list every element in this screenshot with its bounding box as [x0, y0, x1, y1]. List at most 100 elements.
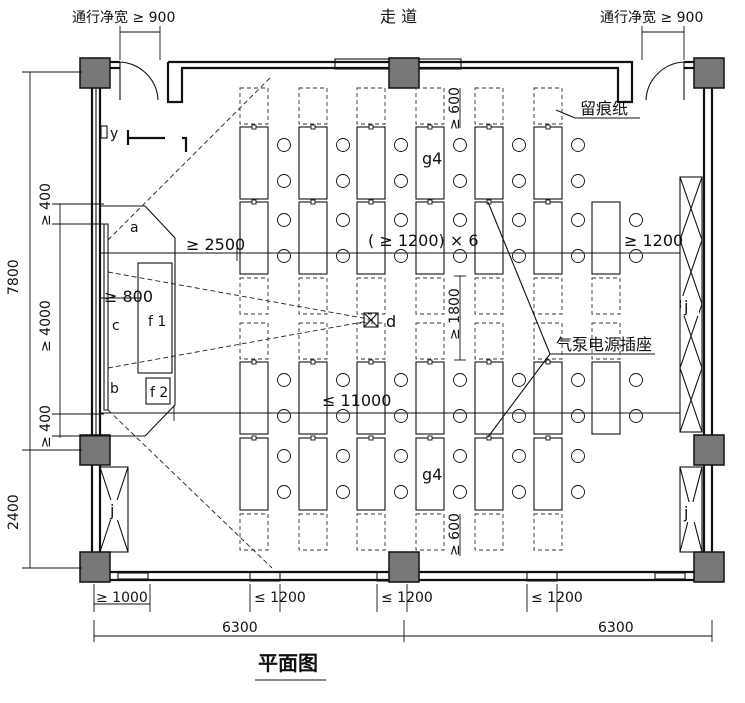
stool: [336, 174, 350, 188]
student-desk: [474, 437, 504, 511]
stool: [629, 409, 643, 423]
stool: [453, 249, 467, 263]
ghost-desk: [356, 322, 386, 360]
ghost-desk: [415, 87, 445, 125]
socket: [427, 359, 433, 365]
storage-j-left: [99, 466, 129, 553]
stool: [571, 449, 585, 463]
partition: [126, 130, 188, 152]
stool: [571, 373, 585, 387]
dim-total-height: 7800: [6, 259, 22, 295]
air-power-label: 气泵电源插座: [556, 335, 652, 354]
student-desk: [415, 361, 445, 435]
stool: [512, 174, 526, 188]
ghost-desk: [533, 513, 563, 551]
dim-lower-height: 2400: [6, 494, 22, 530]
stool: [336, 485, 350, 499]
socket: [251, 124, 257, 130]
dim-window-3: ≤ 1200: [531, 590, 583, 606]
socket: [310, 199, 316, 205]
label-f2: f 2: [150, 385, 168, 401]
storage-j-right: [679, 176, 703, 433]
ghost-desk: [415, 277, 445, 315]
student-desk: [298, 126, 328, 200]
ghost-desk: [239, 513, 269, 551]
dim-middle-clear: ≥ 4000: [38, 300, 54, 352]
socket: [368, 124, 374, 130]
ghost-desk: [415, 322, 445, 360]
socket: [310, 124, 316, 130]
socket: [486, 359, 492, 365]
socket: [251, 435, 257, 441]
stool: [277, 138, 291, 152]
label-j-right-lower: j: [683, 503, 688, 522]
student-desk: [474, 361, 504, 435]
stool: [453, 409, 467, 423]
bottom-dimension-lines: [93, 584, 713, 642]
stool: [629, 213, 643, 227]
sight-lines: [107, 77, 375, 569]
stool: [394, 409, 408, 423]
label-j-left: j: [109, 501, 114, 520]
socket: [545, 359, 551, 365]
socket: [368, 199, 374, 205]
student-desk: [415, 126, 445, 200]
label-g4-bottom: g4: [422, 465, 442, 484]
stool: [512, 213, 526, 227]
ghost-desk: [591, 322, 621, 360]
dim-bottom-door: ≥ 1000: [96, 590, 148, 606]
ghost-desk: [356, 87, 386, 125]
trace-paper-label: 留痕纸: [580, 99, 628, 118]
ghost-desk: [474, 322, 504, 360]
dim-row-spacing: ( ≥ 1200) × 6: [368, 231, 479, 250]
ghost-desk: [533, 322, 563, 360]
ghost-desk: [533, 277, 563, 315]
stool: [512, 449, 526, 463]
student-desk: [533, 201, 563, 275]
stool: [394, 449, 408, 463]
stool: [336, 373, 350, 387]
dim-right-gap: ≥ 1200: [624, 231, 683, 250]
demo-table-f1: [137, 262, 173, 374]
socket: [368, 359, 374, 365]
label-g4-top: g4: [422, 149, 442, 168]
student-desk: [239, 437, 269, 511]
student-desk: [356, 437, 386, 511]
stool: [336, 449, 350, 463]
student-desk: [298, 437, 328, 511]
dim-600-top: ≥ 600: [447, 87, 463, 130]
stool: [277, 485, 291, 499]
label-b: b: [110, 381, 119, 397]
ghost-desk: [356, 513, 386, 551]
socket: [310, 359, 316, 365]
stool: [629, 373, 643, 387]
interior-dimensions: [100, 88, 680, 556]
stool: [394, 485, 408, 499]
stool: [453, 373, 467, 387]
stool: [512, 409, 526, 423]
dim-bay-right: 6300: [598, 620, 634, 636]
ghost-desk: [239, 277, 269, 315]
ghost-desk: [356, 277, 386, 315]
socket: [310, 435, 316, 441]
student-desk: [298, 361, 328, 435]
student-desk-grid: [239, 87, 643, 551]
stool: [571, 409, 585, 423]
stool: [571, 174, 585, 188]
air-power-leaders: [487, 201, 655, 438]
stool: [336, 213, 350, 227]
stool: [336, 249, 350, 263]
student-desk: [591, 201, 621, 275]
ghost-desk: [239, 87, 269, 125]
stool: [629, 249, 643, 263]
structural-columns: [79, 57, 725, 583]
student-desk: [533, 126, 563, 200]
stool: [571, 485, 585, 499]
door-right-label: 通行净宽 ≥ 900: [600, 9, 703, 26]
dim-window-2: ≤ 1200: [381, 590, 433, 606]
label-a: a: [130, 220, 139, 236]
stool: [394, 174, 408, 188]
stool: [277, 174, 291, 188]
socket: [427, 124, 433, 130]
